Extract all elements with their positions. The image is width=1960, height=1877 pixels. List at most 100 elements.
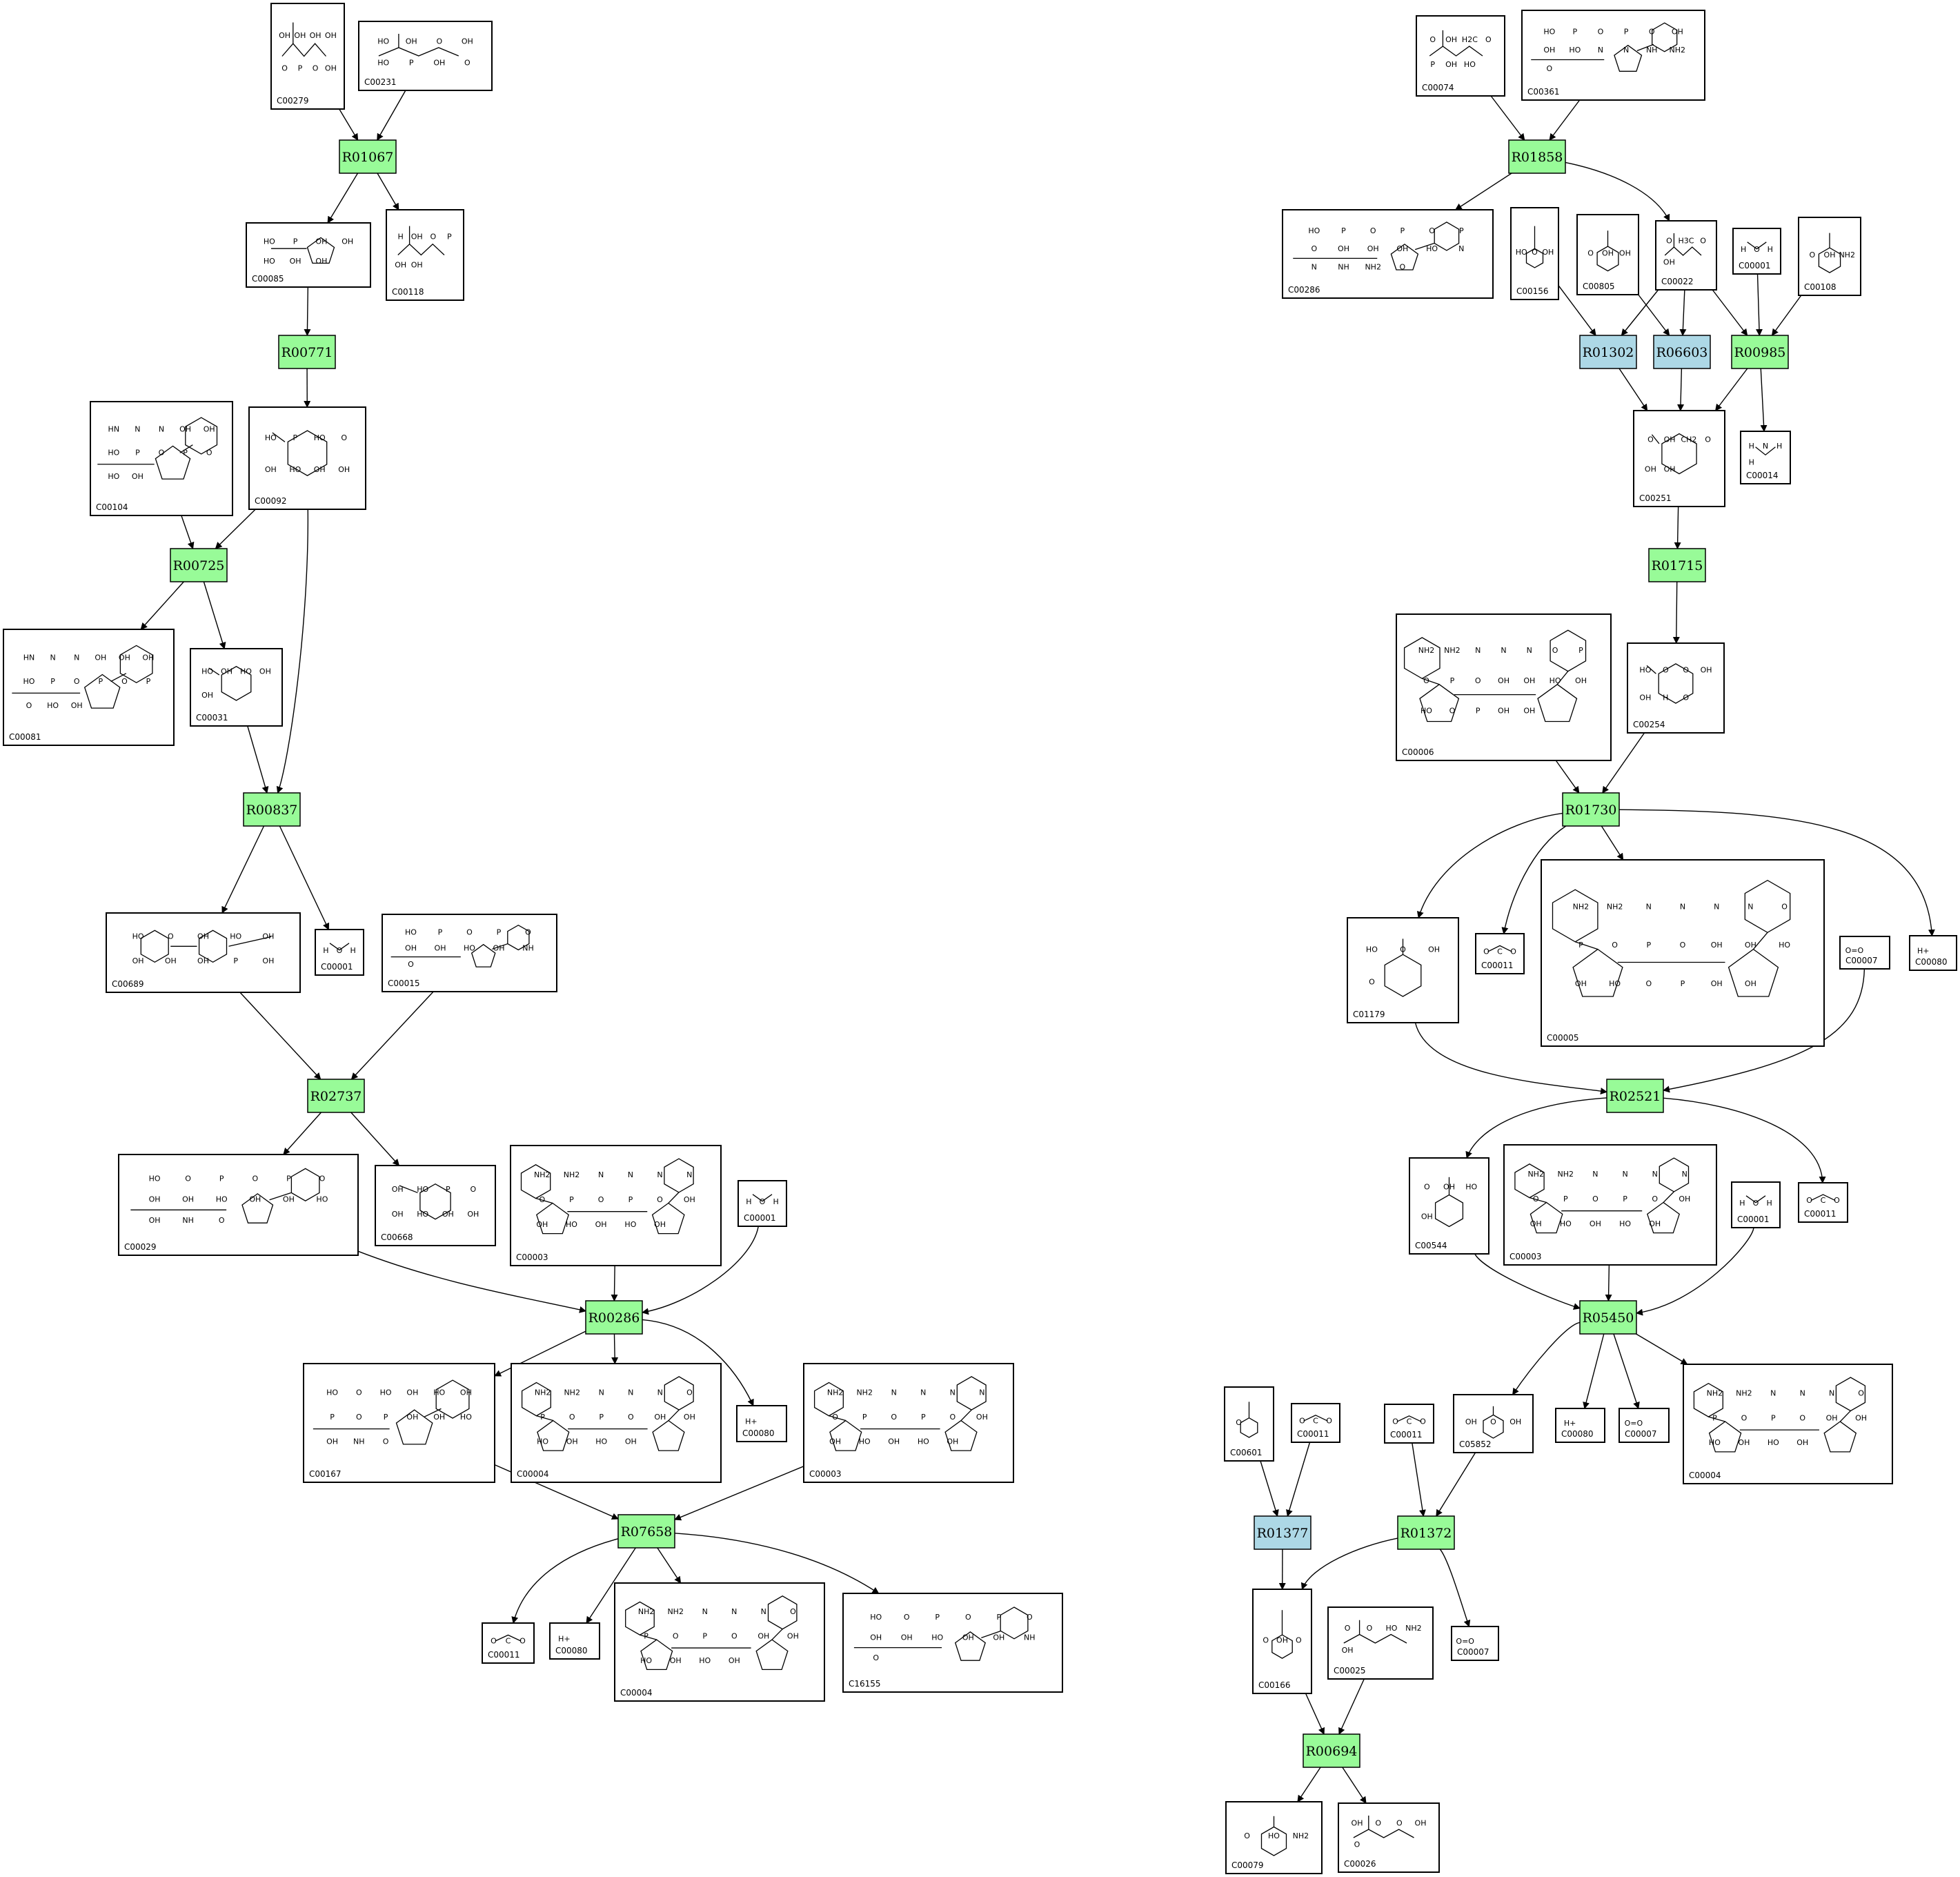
reaction-node-r00694[interactable]: R00694 xyxy=(1303,1733,1360,1768)
atom-label: OH xyxy=(283,1195,295,1204)
reaction-node-r00725[interactable]: R00725 xyxy=(170,548,228,582)
compound-c00080b[interactable]: H+C00080 xyxy=(549,1622,600,1660)
compound-c00080a[interactable]: H+C00080 xyxy=(736,1405,787,1442)
edge-R00694-c00079 xyxy=(1297,1767,1321,1802)
atom-label: O xyxy=(470,1185,476,1194)
atom-label: HO xyxy=(417,1185,428,1194)
atom-label: HO xyxy=(1609,979,1621,988)
reaction-node-r01372[interactable]: R01372 xyxy=(1397,1515,1455,1550)
atom-label: O xyxy=(1429,226,1435,235)
compound-id-label: C00254 xyxy=(1633,720,1665,729)
reaction-node-r01715[interactable]: R01715 xyxy=(1648,548,1706,582)
atom-label: OH xyxy=(149,1195,161,1204)
atom-label: C xyxy=(1821,1196,1826,1205)
atom-label: H xyxy=(1776,442,1782,451)
reaction-node-r00286[interactable]: R00286 xyxy=(585,1300,643,1335)
atom-label: OH xyxy=(976,1413,988,1422)
atom-label: O xyxy=(408,960,414,969)
atom-label: H3C xyxy=(1679,237,1694,246)
compound-id-label: C00805 xyxy=(1583,282,1615,291)
atom-label: O xyxy=(1532,248,1538,257)
reaction-node-r02737[interactable]: R02737 xyxy=(307,1079,365,1113)
reaction-node-r01377[interactable]: R01377 xyxy=(1254,1515,1311,1550)
reaction-node-r01858[interactable]: R01858 xyxy=(1508,139,1566,174)
atom-label: O xyxy=(1236,1418,1242,1427)
reaction-node-r01730[interactable]: R01730 xyxy=(1562,792,1620,827)
reaction-id-label: R07658 xyxy=(621,1524,673,1540)
atom-label: O xyxy=(525,928,531,937)
reaction-node-r01067[interactable]: R01067 xyxy=(339,139,397,174)
atom-label: OH xyxy=(435,944,446,953)
compound-c00080c[interactable]: H+C00080 xyxy=(1909,935,1957,971)
atom-label: HO xyxy=(314,433,326,442)
compound-box xyxy=(1338,1802,1440,1873)
compound-c00080d[interactable]: H+C00080 xyxy=(1555,1408,1605,1443)
reaction-node-r01302[interactable]: R01302 xyxy=(1579,335,1637,369)
reaction-node-r05450[interactable]: R05450 xyxy=(1579,1300,1637,1335)
reaction-node-r02521[interactable]: R02521 xyxy=(1606,1079,1664,1113)
atom-label: O xyxy=(1533,1195,1539,1203)
reaction-node-r07658[interactable]: R07658 xyxy=(617,1514,675,1549)
reaction-node-r00985[interactable]: R00985 xyxy=(1731,335,1789,369)
atom-label: OH xyxy=(1711,979,1723,988)
reaction-node-r06603[interactable]: R06603 xyxy=(1653,335,1711,369)
reaction-node-r00837[interactable]: R00837 xyxy=(243,792,301,827)
compound-box xyxy=(1798,217,1861,296)
reaction-node-r00771[interactable]: R00771 xyxy=(278,335,336,369)
atom-label: O xyxy=(832,1413,838,1422)
structure-drawing xyxy=(313,1379,470,1445)
